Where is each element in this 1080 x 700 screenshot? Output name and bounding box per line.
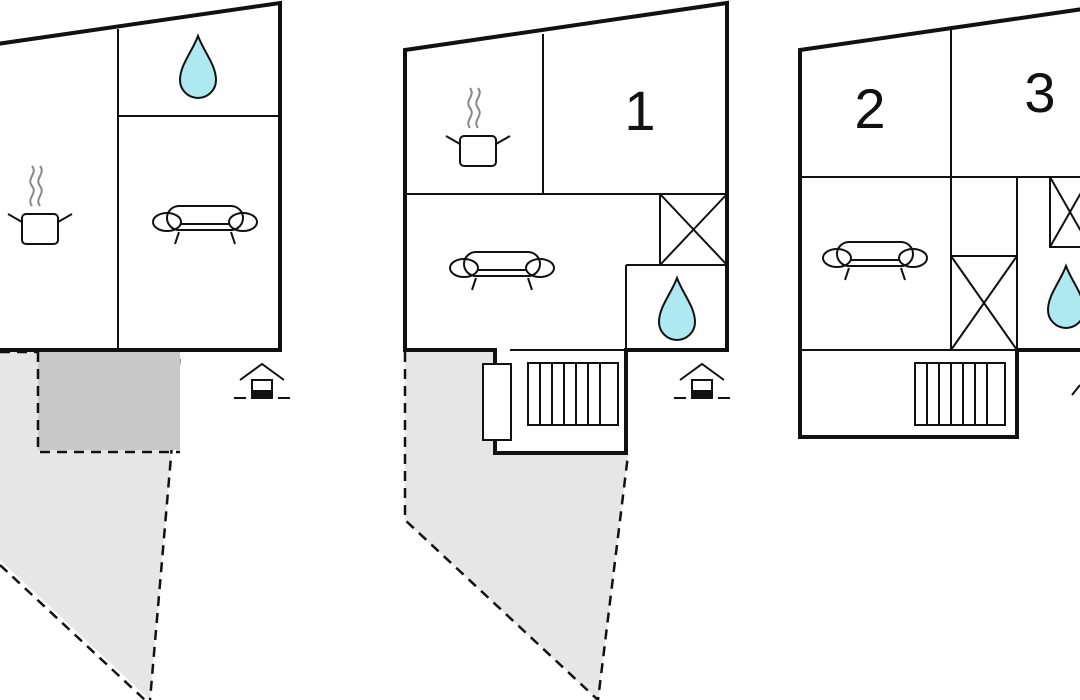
room-number-2: 2 xyxy=(854,77,885,140)
kitchen-pot-icon xyxy=(7,165,73,245)
outer-wall xyxy=(403,0,729,455)
floor-plan-right: 2 3 xyxy=(798,7,1080,439)
outer-wall xyxy=(0,0,282,352)
floor-plan-middle: 1 xyxy=(403,0,731,700)
bathroom-water-drop-icon xyxy=(179,35,217,99)
bathroom-water-drop-icon xyxy=(1047,265,1080,329)
sofa-icon xyxy=(822,241,928,281)
kitchen-pot-icon xyxy=(445,87,511,167)
sofa-icon xyxy=(449,251,555,291)
bathroom-water-drop-icon xyxy=(658,277,696,341)
storage-cabinet xyxy=(482,363,512,441)
entrance-arrow-icon xyxy=(673,363,731,399)
void-cross-icon xyxy=(1049,176,1080,248)
room-number-1: 1 xyxy=(624,79,655,142)
stairs-icon xyxy=(527,362,619,426)
sofa-icon xyxy=(152,205,258,245)
covered-terrace xyxy=(38,352,180,450)
floor-plan-left xyxy=(0,0,291,700)
stairs-icon xyxy=(914,362,1006,426)
entrance-arrow-icon xyxy=(233,363,291,399)
void-cross-icon xyxy=(659,193,728,266)
entrance-arrow-icon xyxy=(1071,384,1080,396)
room-number-3: 3 xyxy=(1024,61,1055,124)
terrace-area xyxy=(405,350,628,700)
void-cross-icon xyxy=(950,255,1018,351)
